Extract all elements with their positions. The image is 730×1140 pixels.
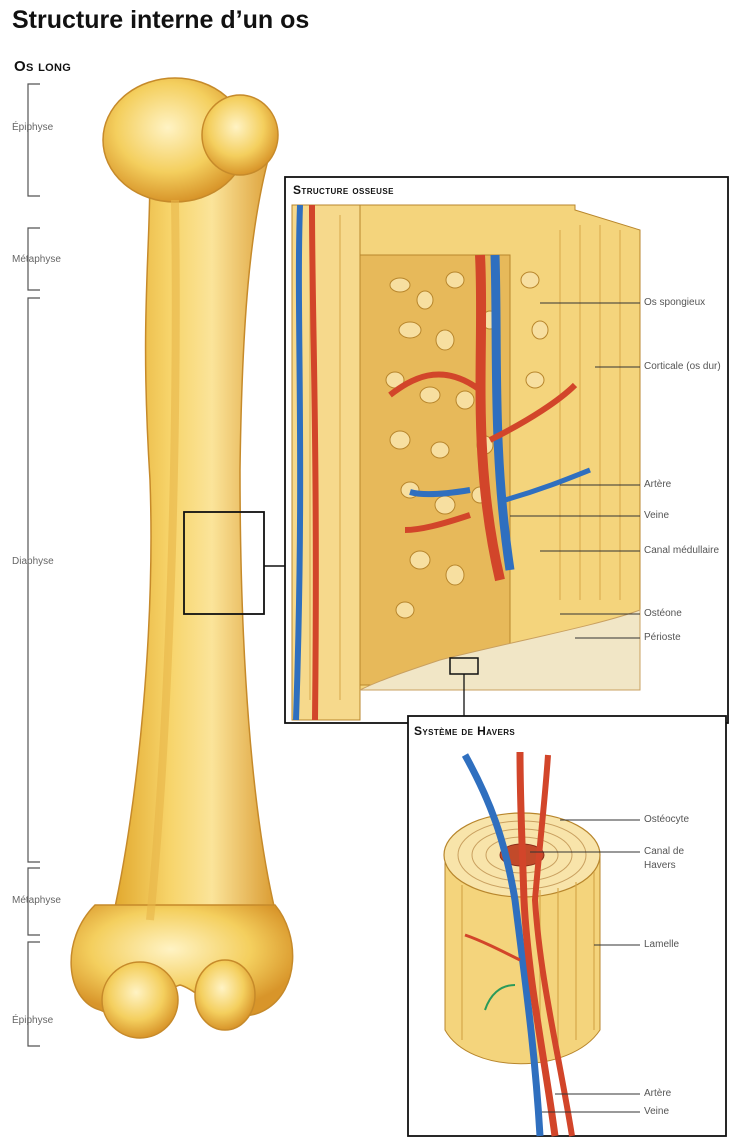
- callout-veine-havers: Veine: [644, 1105, 669, 1119]
- callout-osteocyte: Ostéocyte: [644, 813, 689, 827]
- callout-canal-de-havers: Canal de Havers: [644, 845, 714, 873]
- callout-artere-havers: Artère: [644, 1087, 671, 1101]
- callout-lamelle: Lamelle: [644, 938, 679, 952]
- systeme-havers-title: Système de Havers: [414, 724, 515, 738]
